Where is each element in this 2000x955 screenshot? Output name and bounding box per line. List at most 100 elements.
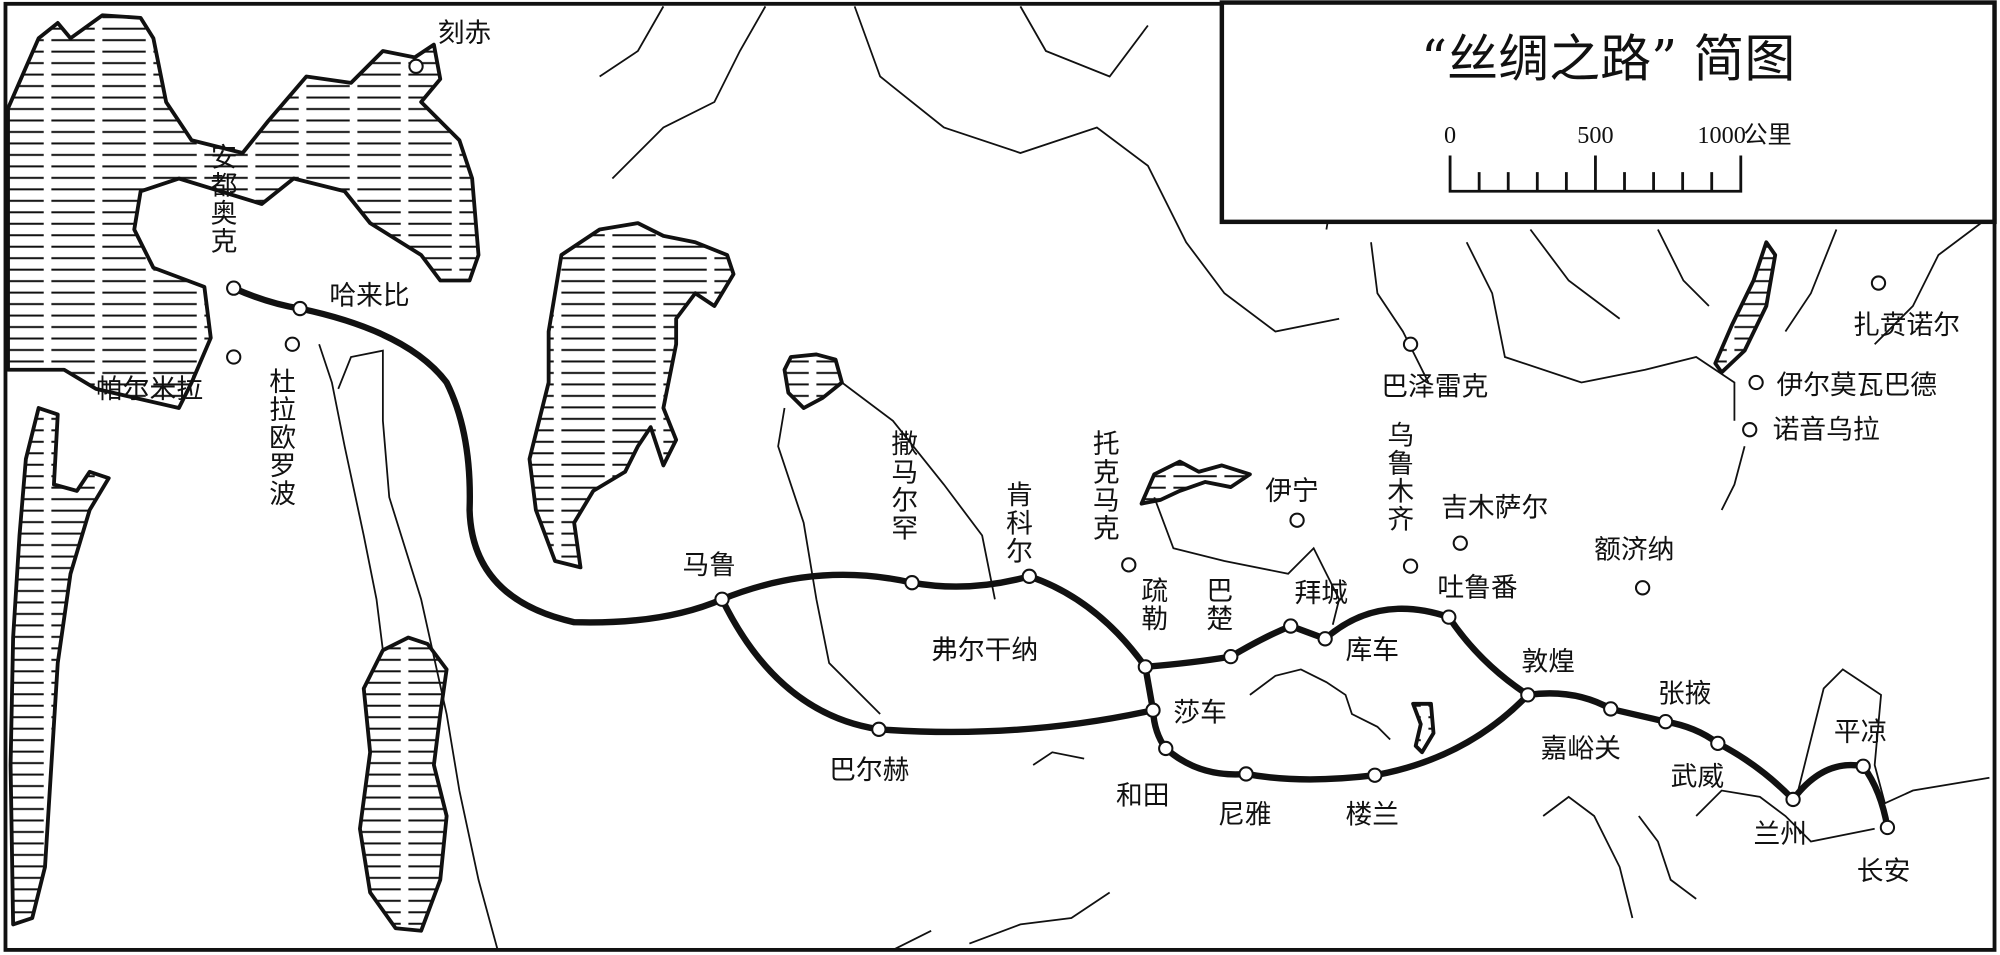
city-marker-icon xyxy=(1710,735,1726,751)
city-marker-icon xyxy=(1223,648,1239,665)
city-label: 疏勒 xyxy=(1136,576,1167,633)
city-label: 楼兰 xyxy=(1346,800,1400,831)
city-5: 马鲁 xyxy=(683,550,737,607)
cities: 刻赤安都奥克哈来比帕尔米拉杜拉欧罗波马鲁撒马尔罕肯科尔弗尔干纳托克马克伊宁疏勒巴… xyxy=(96,18,1960,887)
city-marker-icon xyxy=(1855,758,1871,774)
city-label: 吐鲁番 xyxy=(1437,573,1517,604)
city-label: 库车 xyxy=(1346,635,1400,666)
city-marker-icon xyxy=(1238,766,1254,782)
city-label: 撒马尔罕 xyxy=(886,429,917,542)
city-label: 巴楚 xyxy=(1201,576,1232,632)
city-label: 兰州 xyxy=(1754,819,1808,850)
city-marker-icon xyxy=(1137,659,1154,675)
city-marker-icon xyxy=(1158,740,1174,757)
scale-tick-label: 0 xyxy=(1444,122,1456,149)
city-label: 和田 xyxy=(1116,781,1170,812)
city-27: 兰州 xyxy=(1754,791,1808,850)
city-marker-icon xyxy=(284,336,301,352)
city-24: 嘉峪关 xyxy=(1541,701,1621,764)
persian-gulf xyxy=(358,635,449,933)
city-marker-icon xyxy=(408,58,424,74)
city-label: 弗尔干纳 xyxy=(931,635,1038,666)
city-22: 诺音乌拉 xyxy=(1742,415,1880,446)
city-marker-icon xyxy=(1283,618,1299,634)
city-marker-icon xyxy=(1603,701,1619,717)
seas xyxy=(6,13,1778,933)
map-title: “丝绸之路” 简图 xyxy=(1421,31,1795,90)
city-label: 杜拉欧罗波 xyxy=(264,367,295,508)
city-14: 库车 xyxy=(1317,631,1400,666)
mediterranean-black-sea xyxy=(6,13,481,410)
city-label: 托克马克 xyxy=(1088,429,1119,542)
city-25: 张掖 xyxy=(1657,679,1711,730)
caspian-sea xyxy=(527,221,736,570)
city-marker-icon xyxy=(226,349,242,365)
city-15: 乌鲁木齐 xyxy=(1382,420,1419,574)
city-label: 马鲁 xyxy=(683,550,737,581)
city-13: 拜城 xyxy=(1283,578,1349,634)
city-0: 刻赤 xyxy=(408,18,491,74)
city-label: 安都奥克 xyxy=(205,142,236,255)
city-6: 撒马尔罕 xyxy=(886,429,920,591)
city-21: 伊尔莫瓦巴德 xyxy=(1748,370,1937,401)
city-7: 肯科尔 xyxy=(1001,480,1037,584)
route-north-pamir xyxy=(718,571,1149,671)
city-label: 巴泽雷克 xyxy=(1381,371,1488,402)
city-label: 哈来比 xyxy=(329,281,409,312)
city-marker-icon xyxy=(1289,512,1305,528)
city-marker-icon xyxy=(1748,374,1764,391)
title-box: “丝绸之路” 简图 0 500 1000 公里 xyxy=(1219,0,1997,225)
city-26: 武威 xyxy=(1671,735,1726,792)
city-marker-icon xyxy=(1145,702,1161,718)
city-23: 敦煌 xyxy=(1520,647,1575,703)
city-label: 长安 xyxy=(1857,856,1911,887)
city-label: 乌鲁木齐 xyxy=(1382,420,1413,533)
city-34: 巴尔赫 xyxy=(829,721,909,786)
city-marker-icon xyxy=(1121,557,1137,573)
city-18: 额济纳 xyxy=(1594,534,1674,596)
city-12: 巴楚 xyxy=(1201,576,1239,665)
city-marker-icon xyxy=(1520,687,1536,703)
city-marker-icon xyxy=(1452,535,1468,551)
city-32: 尼雅 xyxy=(1218,766,1272,831)
city-marker-icon xyxy=(871,721,887,737)
city-9: 托克马克 xyxy=(1088,429,1137,573)
city-29: 长安 xyxy=(1857,819,1911,887)
city-28: 平凉 xyxy=(1834,717,1888,774)
city-19: 巴泽雷克 xyxy=(1381,336,1488,402)
city-marker-icon xyxy=(1870,275,1887,291)
city-label: 平凉 xyxy=(1834,717,1888,748)
city-marker-icon xyxy=(714,591,730,607)
lop-nur xyxy=(1411,701,1436,755)
city-label: 嘉峪关 xyxy=(1541,733,1621,764)
city-marker-icon xyxy=(1317,631,1333,647)
city-marker-icon xyxy=(1367,767,1383,783)
city-label: 伊宁 xyxy=(1265,476,1319,507)
scale-unit: 公里 xyxy=(1743,122,1791,149)
city-17: 吐鲁番 xyxy=(1437,573,1518,625)
city-20: 扎贲诺尔 xyxy=(1853,275,1960,341)
city-marker-icon xyxy=(1785,791,1801,808)
scale-tick-label: 500 xyxy=(1577,122,1613,149)
lake-baikal xyxy=(1713,240,1778,375)
city-marker-icon xyxy=(1742,422,1758,438)
city-marker-icon xyxy=(1441,609,1457,625)
city-label: 吉木萨尔 xyxy=(1441,492,1548,523)
city-marker-icon xyxy=(1657,714,1674,730)
city-33: 楼兰 xyxy=(1346,767,1400,831)
red-sea xyxy=(8,406,111,927)
city-marker-icon xyxy=(904,575,920,591)
city-marker-icon xyxy=(1402,558,1419,574)
city-label: 拜城 xyxy=(1295,578,1349,609)
city-2: 哈来比 xyxy=(292,281,410,317)
city-label: 尼雅 xyxy=(1218,800,1272,831)
city-4: 杜拉欧罗波 xyxy=(264,336,301,508)
city-31: 和田 xyxy=(1116,740,1174,812)
city-label: 莎车 xyxy=(1173,698,1227,729)
map-frame xyxy=(3,1,1997,952)
city-marker-icon xyxy=(1021,568,1037,584)
city-label: 扎贲诺尔 xyxy=(1853,310,1960,341)
city-marker-icon xyxy=(1402,336,1419,352)
city-label: 帕尔米拉 xyxy=(96,374,203,405)
